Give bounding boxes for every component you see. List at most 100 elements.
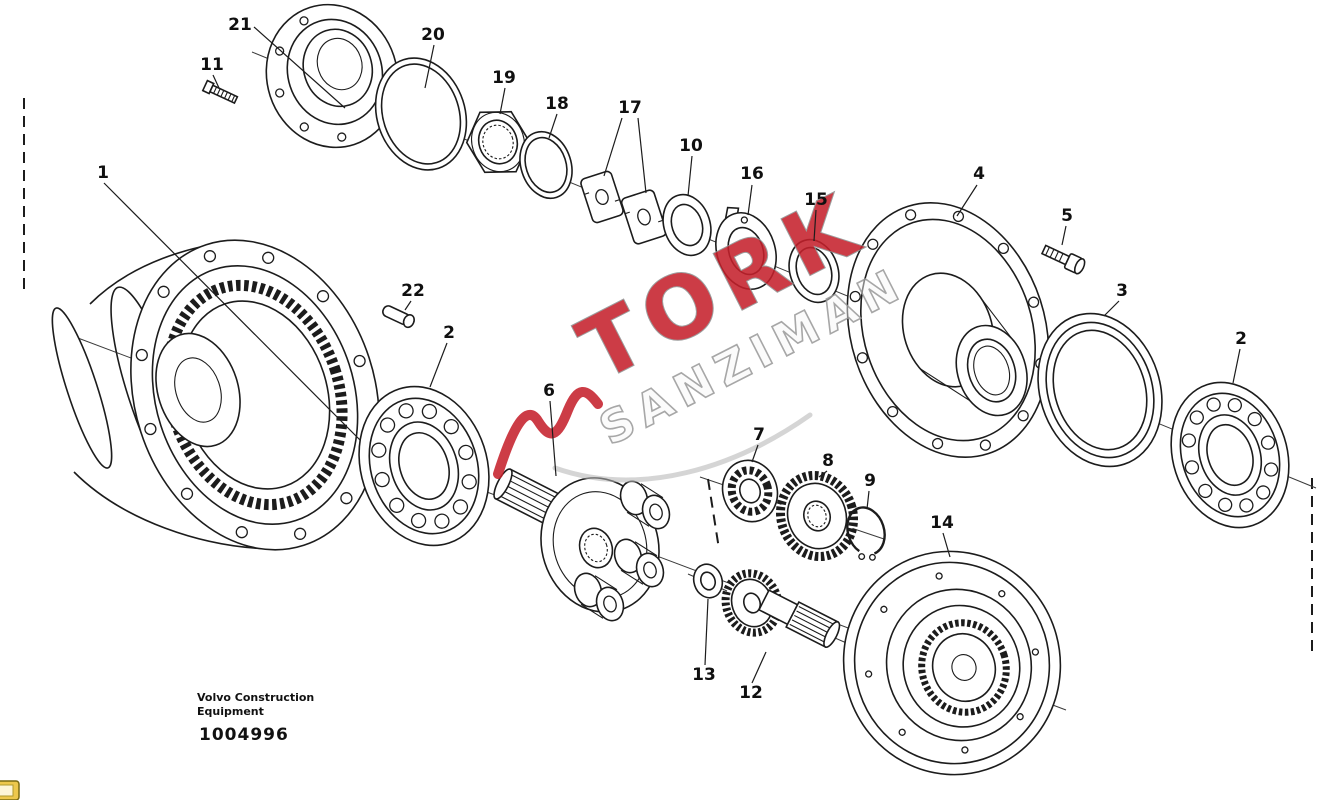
carrier-center-bore: [578, 527, 614, 569]
axis-break-planet: [707, 478, 720, 550]
callout-7: 7: [753, 425, 765, 445]
roller: [443, 418, 459, 435]
part-18-lock-washer: [519, 130, 573, 200]
part-10-washer: [662, 193, 712, 257]
bolt-hole: [1027, 296, 1040, 308]
leader-4: [956, 184, 978, 217]
bolt-hole: [886, 405, 899, 418]
part-17-lock-plates: [580, 170, 668, 245]
leader-2-right: [1232, 348, 1241, 384]
thread-line: [1045, 246, 1050, 256]
part-4-wheel-spindle: [846, 201, 1050, 459]
bolt-hole: [904, 209, 917, 221]
part-6-planet-carrier: [493, 468, 671, 622]
spline-line: [798, 606, 835, 626]
hub-tube-bore: [966, 338, 1017, 403]
callout-20: 20: [421, 25, 445, 45]
part-21-hub-cover: [265, 3, 399, 149]
bearing-bore: [1206, 423, 1254, 487]
part-22-pin: [382, 305, 415, 329]
thread-line: [213, 86, 218, 94]
bolt-hole: [979, 439, 992, 451]
bolt-hole: [203, 250, 217, 263]
leader-10: [687, 155, 693, 197]
leader-5: [1061, 225, 1067, 246]
hub-back-end: [51, 307, 113, 469]
callout-22: 22: [401, 281, 425, 301]
tube-silhouette: [920, 368, 971, 402]
bolt-hole: [856, 352, 869, 364]
callout-8: 8: [822, 451, 834, 471]
leader-8: [818, 470, 828, 478]
bolt-head-face: [1073, 257, 1086, 275]
part-19-axle-nut: [465, 110, 531, 174]
bolt-hole: [235, 526, 248, 539]
figure-number: 1004996: [199, 725, 289, 745]
shaft-end: [493, 468, 513, 500]
callout-4: 4: [973, 164, 985, 184]
callout-13: 13: [692, 665, 716, 685]
callout-6: 6: [543, 381, 555, 401]
part-2-bearing-right: [1170, 381, 1290, 529]
drum-bore: [931, 632, 997, 703]
rivet-hole: [880, 605, 888, 613]
planet-stud-back: [613, 538, 643, 574]
bolt-hole: [157, 285, 170, 298]
bolt-hole: [293, 527, 307, 540]
callout-11: 11: [200, 55, 224, 75]
planet-stud-back: [573, 572, 603, 608]
rivet-hole: [1031, 648, 1040, 656]
leader-17a: [603, 117, 623, 177]
o-ring-inner: [380, 63, 462, 165]
bolt-hole: [144, 422, 157, 436]
thread-line: [231, 95, 236, 103]
washer-inner: [699, 571, 717, 591]
sun-shaft: [757, 589, 841, 649]
leader-lines: [103, 26, 1241, 684]
roller: [1198, 483, 1213, 499]
gear-bore-spline: [807, 504, 827, 528]
leader-9: [866, 490, 870, 510]
roller: [1263, 462, 1279, 477]
callout-2-left: 2: [443, 323, 455, 343]
washer-inner: [727, 226, 765, 276]
callout-12: 12: [739, 683, 763, 703]
bolt-hole: [180, 487, 194, 500]
roller: [1206, 397, 1221, 412]
washer-hole: [740, 216, 748, 224]
roller: [1247, 411, 1262, 427]
bolt-hole: [931, 437, 944, 450]
roller: [1181, 433, 1197, 448]
rivet-hole: [1016, 713, 1024, 721]
leader-16: [747, 184, 753, 216]
roller: [371, 442, 387, 458]
hub-bottom-profile: [73, 471, 276, 550]
callout-17: 17: [618, 98, 642, 118]
callout-19: 19: [492, 68, 516, 88]
hub-tube-bore-detail: [973, 345, 1011, 396]
roller: [1260, 435, 1276, 450]
gear-bore: [802, 500, 832, 532]
roller: [374, 471, 390, 488]
gear-bore: [742, 592, 762, 614]
leader-15: [813, 209, 817, 242]
part-2-bearing-left: [358, 385, 490, 547]
thread-line: [220, 90, 225, 98]
roller: [461, 474, 477, 490]
leader-12: [751, 651, 767, 684]
rivet-hole: [998, 590, 1006, 598]
leader-2-left: [429, 342, 448, 388]
roller: [379, 417, 396, 433]
pin-cap: [402, 314, 415, 329]
snap-ring-lug: [858, 553, 866, 561]
spline-line: [789, 623, 826, 643]
leader-6: [549, 400, 557, 477]
callout-16: 16: [740, 164, 764, 184]
part-20-o-ring: [374, 57, 468, 171]
hub-inner-bore-detail: [174, 357, 222, 423]
bolt-hole: [299, 16, 309, 26]
bolt-shank: [208, 84, 239, 105]
publisher-line-1: Volvo Construction: [197, 691, 314, 704]
roller: [452, 499, 469, 515]
washer-inner: [524, 136, 568, 194]
